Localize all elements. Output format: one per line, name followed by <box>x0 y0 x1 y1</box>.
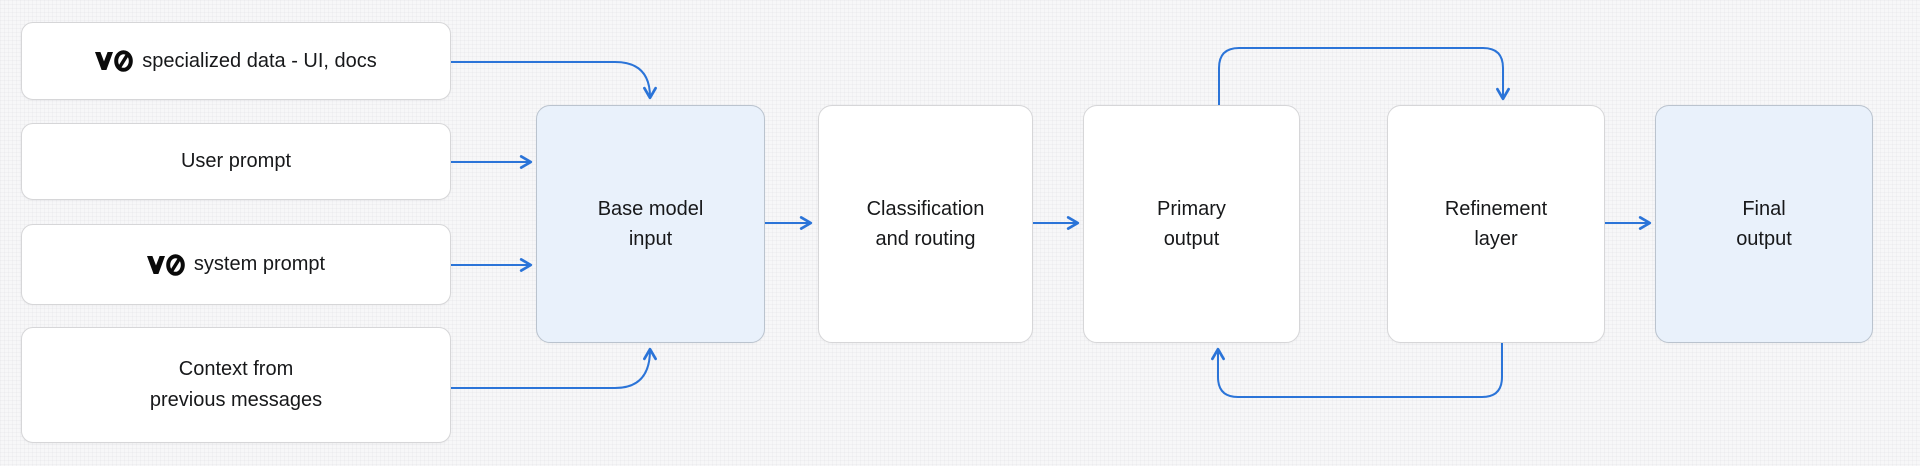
node-context-previous-messages: Context from previous messages <box>21 327 451 443</box>
node-label: Primary output <box>1157 198 1226 250</box>
node-label: Classification and routing <box>866 198 985 250</box>
node-label: Base model input <box>597 198 704 250</box>
node-final-output: Final output <box>1655 105 1873 343</box>
arrow-loop-refinement-to-primary-bottom <box>1211 343 1503 398</box>
arrow-context-to-base-model <box>451 347 657 389</box>
v0-logo-icon <box>146 253 185 276</box>
node-label: Final output <box>1736 198 1792 250</box>
v0-logo-icon <box>95 50 134 72</box>
node-label: Context from previous messages <box>149 358 323 411</box>
node-classification-and-routing: Classification and routing <box>818 105 1033 343</box>
node-primary-output: Primary output <box>1083 105 1300 343</box>
node-refinement-layer: Refinement layer <box>1387 105 1605 343</box>
node-label: Refinement layer <box>1444 198 1548 250</box>
node-user-prompt: User prompt <box>21 123 451 200</box>
arrow-specialized-data-to-base-model <box>451 61 657 100</box>
arrow-loop-primary-to-refinement-top <box>1218 47 1510 105</box>
node-base-model-input: Base model input <box>536 105 765 343</box>
node-label: system prompt <box>193 253 326 275</box>
node-label: specialized data - UI, docs <box>142 49 377 72</box>
node-label: User prompt <box>180 150 292 172</box>
node-specialized-data: specialized data - UI, docs <box>21 22 451 100</box>
node-system-prompt: system prompt <box>21 224 451 305</box>
